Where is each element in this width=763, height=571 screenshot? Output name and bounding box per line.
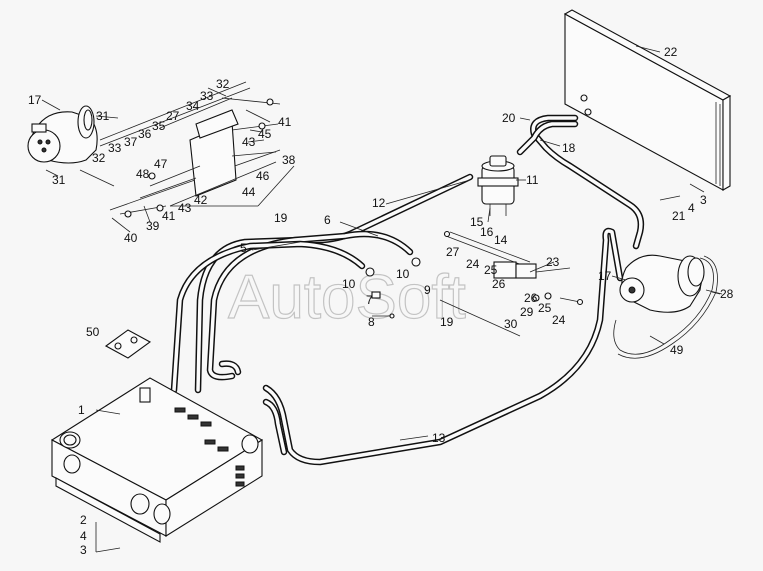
label-3: 3 bbox=[80, 543, 87, 557]
label-20: 20 bbox=[502, 111, 516, 125]
label-6: 6 bbox=[324, 213, 331, 227]
label-21: 21 bbox=[672, 209, 686, 223]
label-48: 48 bbox=[136, 167, 150, 181]
leader-lines bbox=[41, 45, 721, 553]
compressor-right bbox=[613, 254, 723, 359]
label-33: 33 bbox=[108, 141, 122, 155]
label-8: 8 bbox=[368, 315, 375, 329]
label-24: 24 bbox=[552, 313, 566, 327]
label-32: 32 bbox=[216, 77, 230, 91]
label-1: 1 bbox=[78, 403, 85, 417]
label-19: 19 bbox=[440, 315, 454, 329]
label-32: 32 bbox=[92, 151, 106, 165]
label-9: 9 bbox=[424, 283, 431, 297]
label-10: 10 bbox=[396, 267, 410, 281]
label-34: 34 bbox=[186, 99, 200, 113]
label-47: 47 bbox=[154, 157, 168, 171]
label-19: 19 bbox=[274, 211, 288, 225]
label-4: 4 bbox=[80, 529, 87, 543]
label-27: 27 bbox=[446, 245, 460, 259]
label-13: 13 bbox=[432, 431, 446, 445]
label-44: 44 bbox=[242, 185, 256, 199]
label-27: 27 bbox=[166, 109, 180, 123]
label-26: 26 bbox=[524, 291, 538, 305]
label-17: 17 bbox=[28, 93, 42, 107]
label-12: 12 bbox=[372, 196, 386, 210]
compressor-left bbox=[27, 105, 98, 164]
label-16: 16 bbox=[480, 225, 494, 239]
label-35: 35 bbox=[152, 119, 166, 133]
label-36: 36 bbox=[138, 127, 152, 141]
label-25: 25 bbox=[538, 301, 552, 315]
label-29: 29 bbox=[520, 305, 534, 319]
label-45: 45 bbox=[258, 127, 272, 141]
label-43: 43 bbox=[178, 201, 192, 215]
label-39: 39 bbox=[146, 219, 160, 233]
compressor-bracket bbox=[79, 81, 281, 218]
watermark: AutoSoft bbox=[228, 263, 466, 332]
label-31: 31 bbox=[96, 109, 110, 123]
label-26: 26 bbox=[492, 277, 506, 291]
label-15: 15 bbox=[470, 215, 484, 229]
label-38: 38 bbox=[282, 153, 296, 167]
label-40: 40 bbox=[124, 231, 138, 245]
label-17: 17 bbox=[598, 269, 612, 283]
label-42: 42 bbox=[194, 193, 208, 207]
label-33: 33 bbox=[200, 89, 214, 103]
label-24: 24 bbox=[466, 257, 480, 271]
label-37: 37 bbox=[124, 135, 138, 149]
evaporator-unit bbox=[50, 377, 264, 543]
label-14: 14 bbox=[494, 233, 508, 247]
label-4: 4 bbox=[688, 201, 695, 215]
label-46: 46 bbox=[256, 169, 270, 183]
label-23: 23 bbox=[546, 255, 560, 269]
label-11: 11 bbox=[526, 173, 539, 187]
label-31: 31 bbox=[52, 173, 66, 187]
label-7: 7 bbox=[366, 293, 373, 307]
label-50: 50 bbox=[86, 325, 100, 339]
label-43: 43 bbox=[242, 135, 256, 149]
label-5: 5 bbox=[240, 241, 247, 255]
label-10: 10 bbox=[342, 277, 356, 291]
label-41: 41 bbox=[278, 115, 292, 129]
receiver-drier bbox=[477, 155, 519, 216]
label-2: 2 bbox=[80, 513, 87, 527]
label-30: 30 bbox=[504, 317, 518, 331]
hose-lines bbox=[170, 114, 645, 466]
mounting-plate bbox=[104, 329, 152, 359]
condenser bbox=[563, 9, 732, 191]
fastener-set bbox=[365, 230, 584, 337]
label-41: 41 bbox=[162, 209, 176, 223]
label-3: 3 bbox=[700, 193, 707, 207]
label-22: 22 bbox=[664, 45, 678, 59]
label-18: 18 bbox=[562, 141, 576, 155]
label-28: 28 bbox=[720, 287, 734, 301]
part-labels: 17 31 31 32 33 34 27 35 37 36 41 45 43 3… bbox=[28, 45, 734, 557]
label-25: 25 bbox=[484, 263, 498, 277]
label-49: 49 bbox=[670, 343, 684, 357]
